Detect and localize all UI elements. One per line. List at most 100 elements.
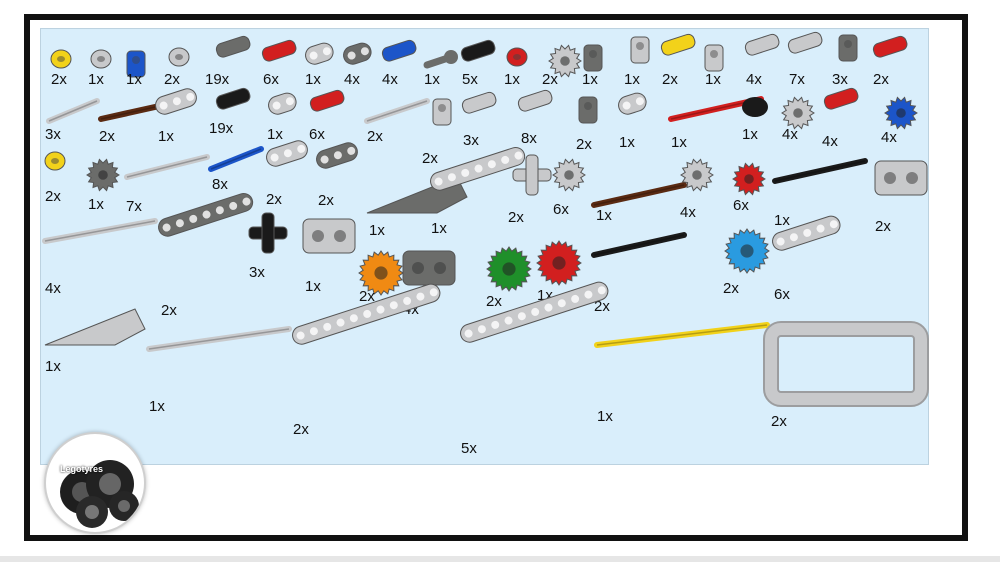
connector-light-icon <box>630 36 650 64</box>
part-item: 4x <box>402 250 456 318</box>
part-item: 2x <box>50 49 72 88</box>
part-quantity: 4x <box>382 71 398 88</box>
beam-7-dark-icon <box>158 192 254 237</box>
part-item: 2x <box>508 154 552 226</box>
pin-light-icon <box>461 91 497 114</box>
part-item: 3x <box>461 91 497 149</box>
part-quantity: 2x <box>51 71 67 88</box>
connector-dark-icon <box>578 96 598 124</box>
pin-dark-gray-icon <box>215 35 251 58</box>
part-item: 1x <box>44 308 146 375</box>
part-item: 2x <box>660 33 696 88</box>
axle-blue-icon <box>208 146 264 172</box>
part-item: 2x <box>164 47 190 88</box>
gear-green-icon <box>486 246 532 292</box>
dark-block-icon <box>402 250 456 286</box>
part-item: 2x <box>292 283 441 438</box>
part-quantity: 2x <box>99 128 115 145</box>
ball-pin-icon <box>423 50 458 69</box>
part-item: 19x <box>205 35 251 88</box>
part-item: 4x <box>680 158 714 221</box>
pin-red-icon <box>261 39 297 62</box>
beam-11-light-icon <box>292 283 441 345</box>
connector-dark-icon <box>583 44 603 72</box>
beam-3-dark-icon <box>316 142 358 169</box>
part-quantity: 1x <box>158 128 174 145</box>
part-item: 8x <box>517 89 553 147</box>
part-item: 3x <box>248 212 288 281</box>
part-quantity: 2x <box>367 128 383 145</box>
part-item: 1x <box>430 146 526 237</box>
part-quantity: 6x <box>309 126 325 143</box>
part-item: 2x <box>358 250 404 305</box>
turntable-gray-icon <box>781 96 815 130</box>
part-quantity: 1x <box>424 71 440 88</box>
part-quantity: 2x <box>318 192 334 209</box>
part-quantity: 1x <box>88 71 104 88</box>
connector-block-icon <box>874 160 928 196</box>
part-quantity: 6x <box>774 286 790 303</box>
part-quantity: 1x <box>624 71 640 88</box>
part-item: 4x <box>744 33 780 88</box>
axle-black-icon <box>772 158 868 184</box>
beam-3-light-icon <box>266 140 308 167</box>
pin-red-icon <box>872 35 908 58</box>
part-item: 2x <box>158 192 254 319</box>
axle-6-icon <box>42 218 158 244</box>
part-item: 2x <box>763 321 929 430</box>
bottom-strip <box>0 556 1000 562</box>
beam-7-light-icon <box>430 146 526 191</box>
frame-light-icon <box>763 321 929 407</box>
part-item: 7x <box>787 31 823 88</box>
part-item: 2x <box>542 44 582 88</box>
part-quantity: 4x <box>782 126 798 143</box>
part-quantity: 2x <box>875 218 891 235</box>
axle-4-icon <box>124 154 210 180</box>
pin-black-icon <box>215 87 251 110</box>
part-item: 2x <box>576 96 598 153</box>
part-quantity: 3x <box>249 264 265 281</box>
part-item: 1x <box>88 49 112 88</box>
part-item: 1x <box>772 158 868 229</box>
beam-5-light-icon <box>772 215 841 251</box>
part-quantity: 2x <box>873 71 889 88</box>
part-quantity: 3x <box>832 71 848 88</box>
connector-light-icon <box>704 44 724 72</box>
part-quantity: 1x <box>504 71 520 88</box>
part-item: 2x <box>364 98 430 145</box>
part-quantity: 3x <box>45 126 61 143</box>
pin-light-icon <box>744 33 780 56</box>
part-item: 2x <box>723 228 770 297</box>
part-quantity: 1x <box>88 196 104 213</box>
part-item: 1x <box>594 322 770 425</box>
cross-connector-icon <box>512 154 552 196</box>
part-item: 1x <box>704 44 724 88</box>
part-quantity: 4x <box>45 280 61 297</box>
beam-2-light-icon <box>268 92 297 115</box>
part-item: 1x <box>267 92 297 143</box>
part-item: 1x <box>591 182 687 224</box>
part-item: 6x <box>772 215 841 303</box>
part-quantity: 1x <box>126 71 142 88</box>
part-item: 1x <box>126 50 146 88</box>
part-quantity: 8x <box>212 176 228 193</box>
beam-2-light-icon <box>305 42 334 65</box>
part-item: 6x <box>552 158 586 218</box>
part-item: 4x <box>42 218 158 297</box>
axle-black-icon <box>591 232 687 258</box>
pin-light-icon <box>787 31 823 54</box>
part-quantity: 19x <box>209 120 234 137</box>
part-item: 1x <box>618 92 647 151</box>
part-item: 1x <box>624 36 650 88</box>
part-quantity: 2x <box>594 298 610 315</box>
gear-orange-icon <box>358 250 404 296</box>
part-quantity: 7x <box>789 71 805 88</box>
part-quantity: 5x <box>462 71 478 88</box>
part-quantity: 2x <box>771 413 787 430</box>
part-quantity: 1x <box>597 408 613 425</box>
gear-blue-icon <box>884 96 918 130</box>
part-quantity: 1x <box>619 134 635 151</box>
beam-3-light-icon <box>155 88 197 115</box>
pin-light-icon <box>517 89 553 112</box>
